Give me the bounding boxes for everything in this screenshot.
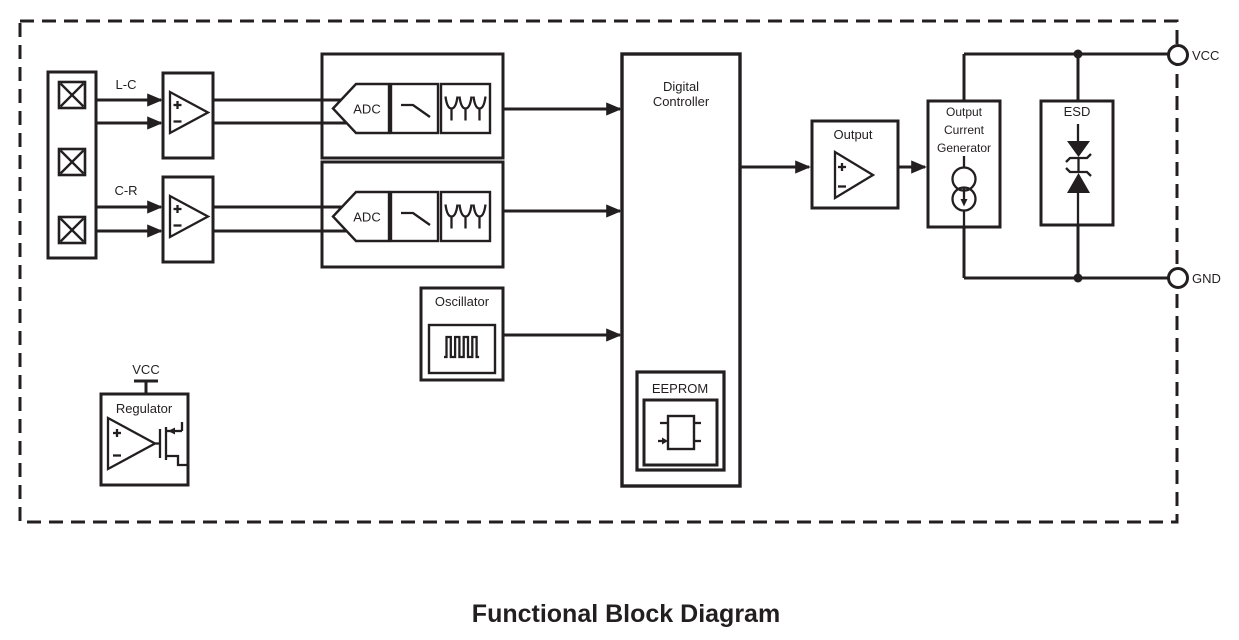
adc-label: ADC xyxy=(353,102,380,117)
tvs-diodes-icon xyxy=(1065,124,1092,225)
sensor-element-icon xyxy=(57,80,87,110)
mosfet-icon xyxy=(155,422,187,467)
output-label: Output xyxy=(833,127,872,142)
adc-label: ADC xyxy=(353,210,380,225)
gnd-terminal: GND xyxy=(1167,267,1221,289)
regulator-vcc-label: VCC xyxy=(132,362,159,377)
output-current-generator: Output Current Generator xyxy=(926,99,1002,229)
current-source-icon xyxy=(951,156,977,227)
vcc-terminal: VCC xyxy=(1167,44,1219,66)
output-amplifier: Output xyxy=(810,119,900,210)
adc-chain-ch1: ADC xyxy=(320,52,505,160)
adc-icon: ADC xyxy=(331,190,391,243)
adc-chain-ch2: ADC xyxy=(320,160,505,269)
adc-block-ch2 xyxy=(320,160,505,269)
memory-chip-icon xyxy=(658,414,701,451)
lowpass-filter-icon xyxy=(389,82,440,135)
decimation-filter-icon xyxy=(439,190,492,243)
ocg-label-line1: Output xyxy=(946,105,983,119)
digital-controller-label-line1: Digital xyxy=(663,79,699,94)
figure-title: Functional Block Diagram xyxy=(472,600,780,628)
eeprom-label: EEPROM xyxy=(652,381,708,396)
amplifier-ch1 xyxy=(161,71,215,160)
opamp-icon xyxy=(833,149,876,201)
oscillator: Oscillator xyxy=(419,286,505,382)
esd-protection: ESD xyxy=(1039,99,1115,227)
vcc-label: VCC xyxy=(1192,48,1219,63)
regulator-label: Regulator xyxy=(116,401,173,416)
regulator: VCC Regulator xyxy=(99,362,190,487)
lowpass-filter-icon xyxy=(389,190,440,243)
clock-waveform-icon xyxy=(444,335,480,359)
vcc-pin xyxy=(1167,44,1189,66)
sensor-element-icon xyxy=(57,147,87,177)
digital-controller: Digital Controller EEPROM xyxy=(620,52,742,488)
sensor-element-icon xyxy=(57,215,87,245)
opamp-icon xyxy=(168,90,211,135)
ocg-label-line3: Generator xyxy=(937,141,991,155)
junction-dot xyxy=(1073,49,1083,59)
eeprom: EEPROM xyxy=(635,370,726,472)
gnd-label: GND xyxy=(1192,271,1221,286)
oscillator-inner-box xyxy=(427,323,497,375)
gnd-pin xyxy=(1167,267,1189,289)
input-label-cr: C-R xyxy=(114,183,137,198)
opamp-icon xyxy=(106,416,158,471)
regulator-box xyxy=(99,392,190,487)
ocg-label-line2: Current xyxy=(944,123,985,137)
ic-boundary xyxy=(18,19,1179,524)
digital-controller-label-line2: Controller xyxy=(653,94,710,109)
esd-label: ESD xyxy=(1064,104,1091,119)
sensor-array xyxy=(46,70,98,260)
vcc-supply-icon xyxy=(134,379,158,394)
decimation-filter-icon xyxy=(439,82,492,135)
adc-block-ch1 xyxy=(320,52,505,160)
opamp-icon xyxy=(168,194,211,239)
wires xyxy=(96,49,1169,342)
adc-icon: ADC xyxy=(331,82,391,135)
input-label-lc: L-C xyxy=(116,77,137,92)
amplifier-ch2 xyxy=(161,175,215,264)
oscillator-label: Oscillator xyxy=(435,294,490,309)
junction-dot xyxy=(1073,273,1083,283)
amplifier-box xyxy=(161,71,215,160)
